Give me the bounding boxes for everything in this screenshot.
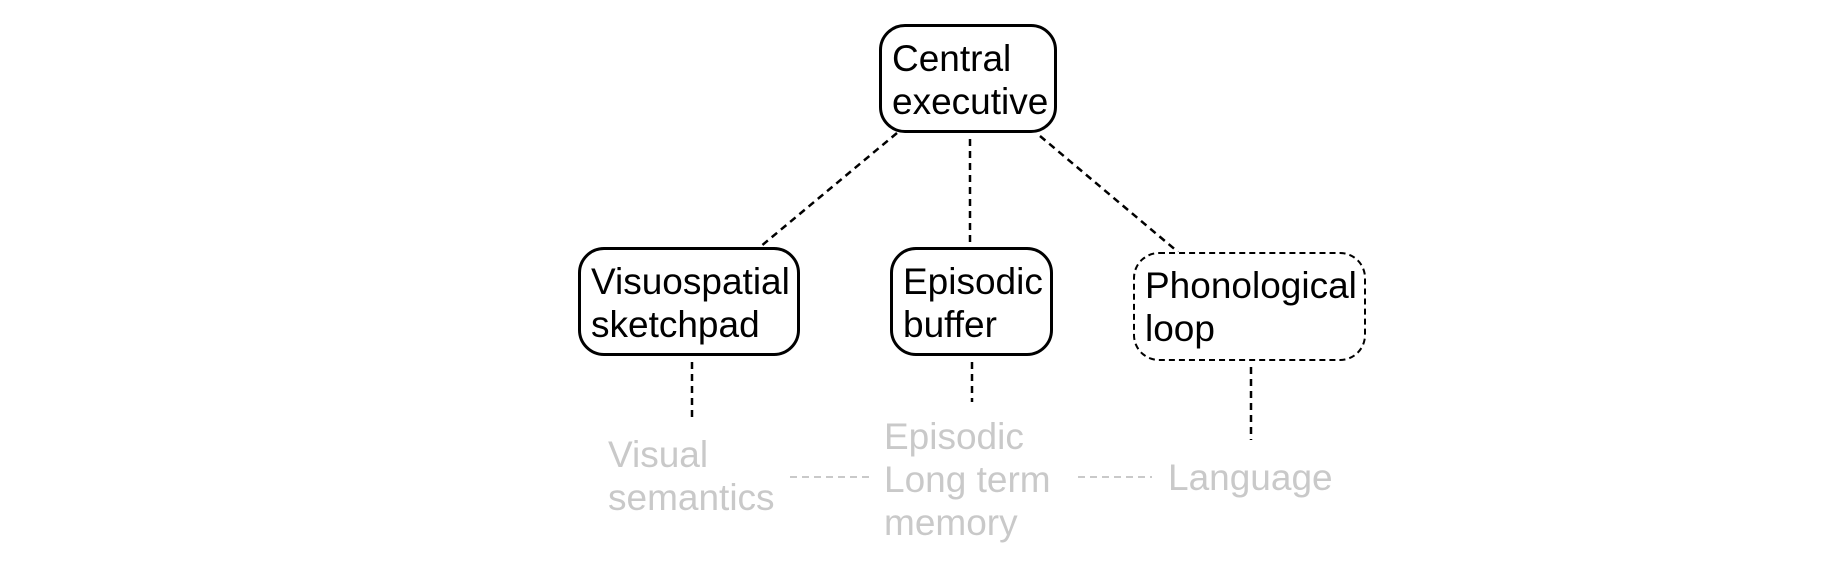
visual-semantics-label: Visual semantics <box>608 433 775 519</box>
episodic-buffer-line2: buffer <box>903 304 997 345</box>
connector-central-to-loop <box>1039 135 1179 253</box>
episodic-buffer-line1: Episodic <box>903 261 1043 302</box>
episodic-ltm-line2: Long term <box>884 459 1051 500</box>
central-executive-line1: Central <box>892 38 1012 79</box>
visual-semantics-line1: Visual <box>608 434 709 475</box>
language-label: Language <box>1168 456 1333 499</box>
central-executive-box: Central executive <box>879 24 1057 133</box>
language-line1: Language <box>1168 457 1333 498</box>
connector-central-to-sketchpad <box>759 132 898 248</box>
phonological-loop-line2: loop <box>1145 308 1215 349</box>
visuospatial-sketchpad-box: Visuospatial sketchpad <box>578 247 800 356</box>
visual-semantics-line2: semantics <box>608 477 775 518</box>
central-executive-line2: executive <box>892 81 1049 122</box>
phonological-loop-line1: Phonological <box>1145 265 1357 306</box>
visuospatial-sketchpad-line1: Visuospatial <box>591 261 790 302</box>
episodic-buffer-box: Episodic buffer <box>890 247 1053 356</box>
visuospatial-sketchpad-line2: sketchpad <box>591 304 760 345</box>
episodic-ltm-label: Episodic Long term memory <box>884 415 1051 544</box>
phonological-loop-box: Phonological loop <box>1133 252 1366 361</box>
episodic-ltm-line1: Episodic <box>884 416 1024 457</box>
episodic-ltm-line3: memory <box>884 502 1018 543</box>
